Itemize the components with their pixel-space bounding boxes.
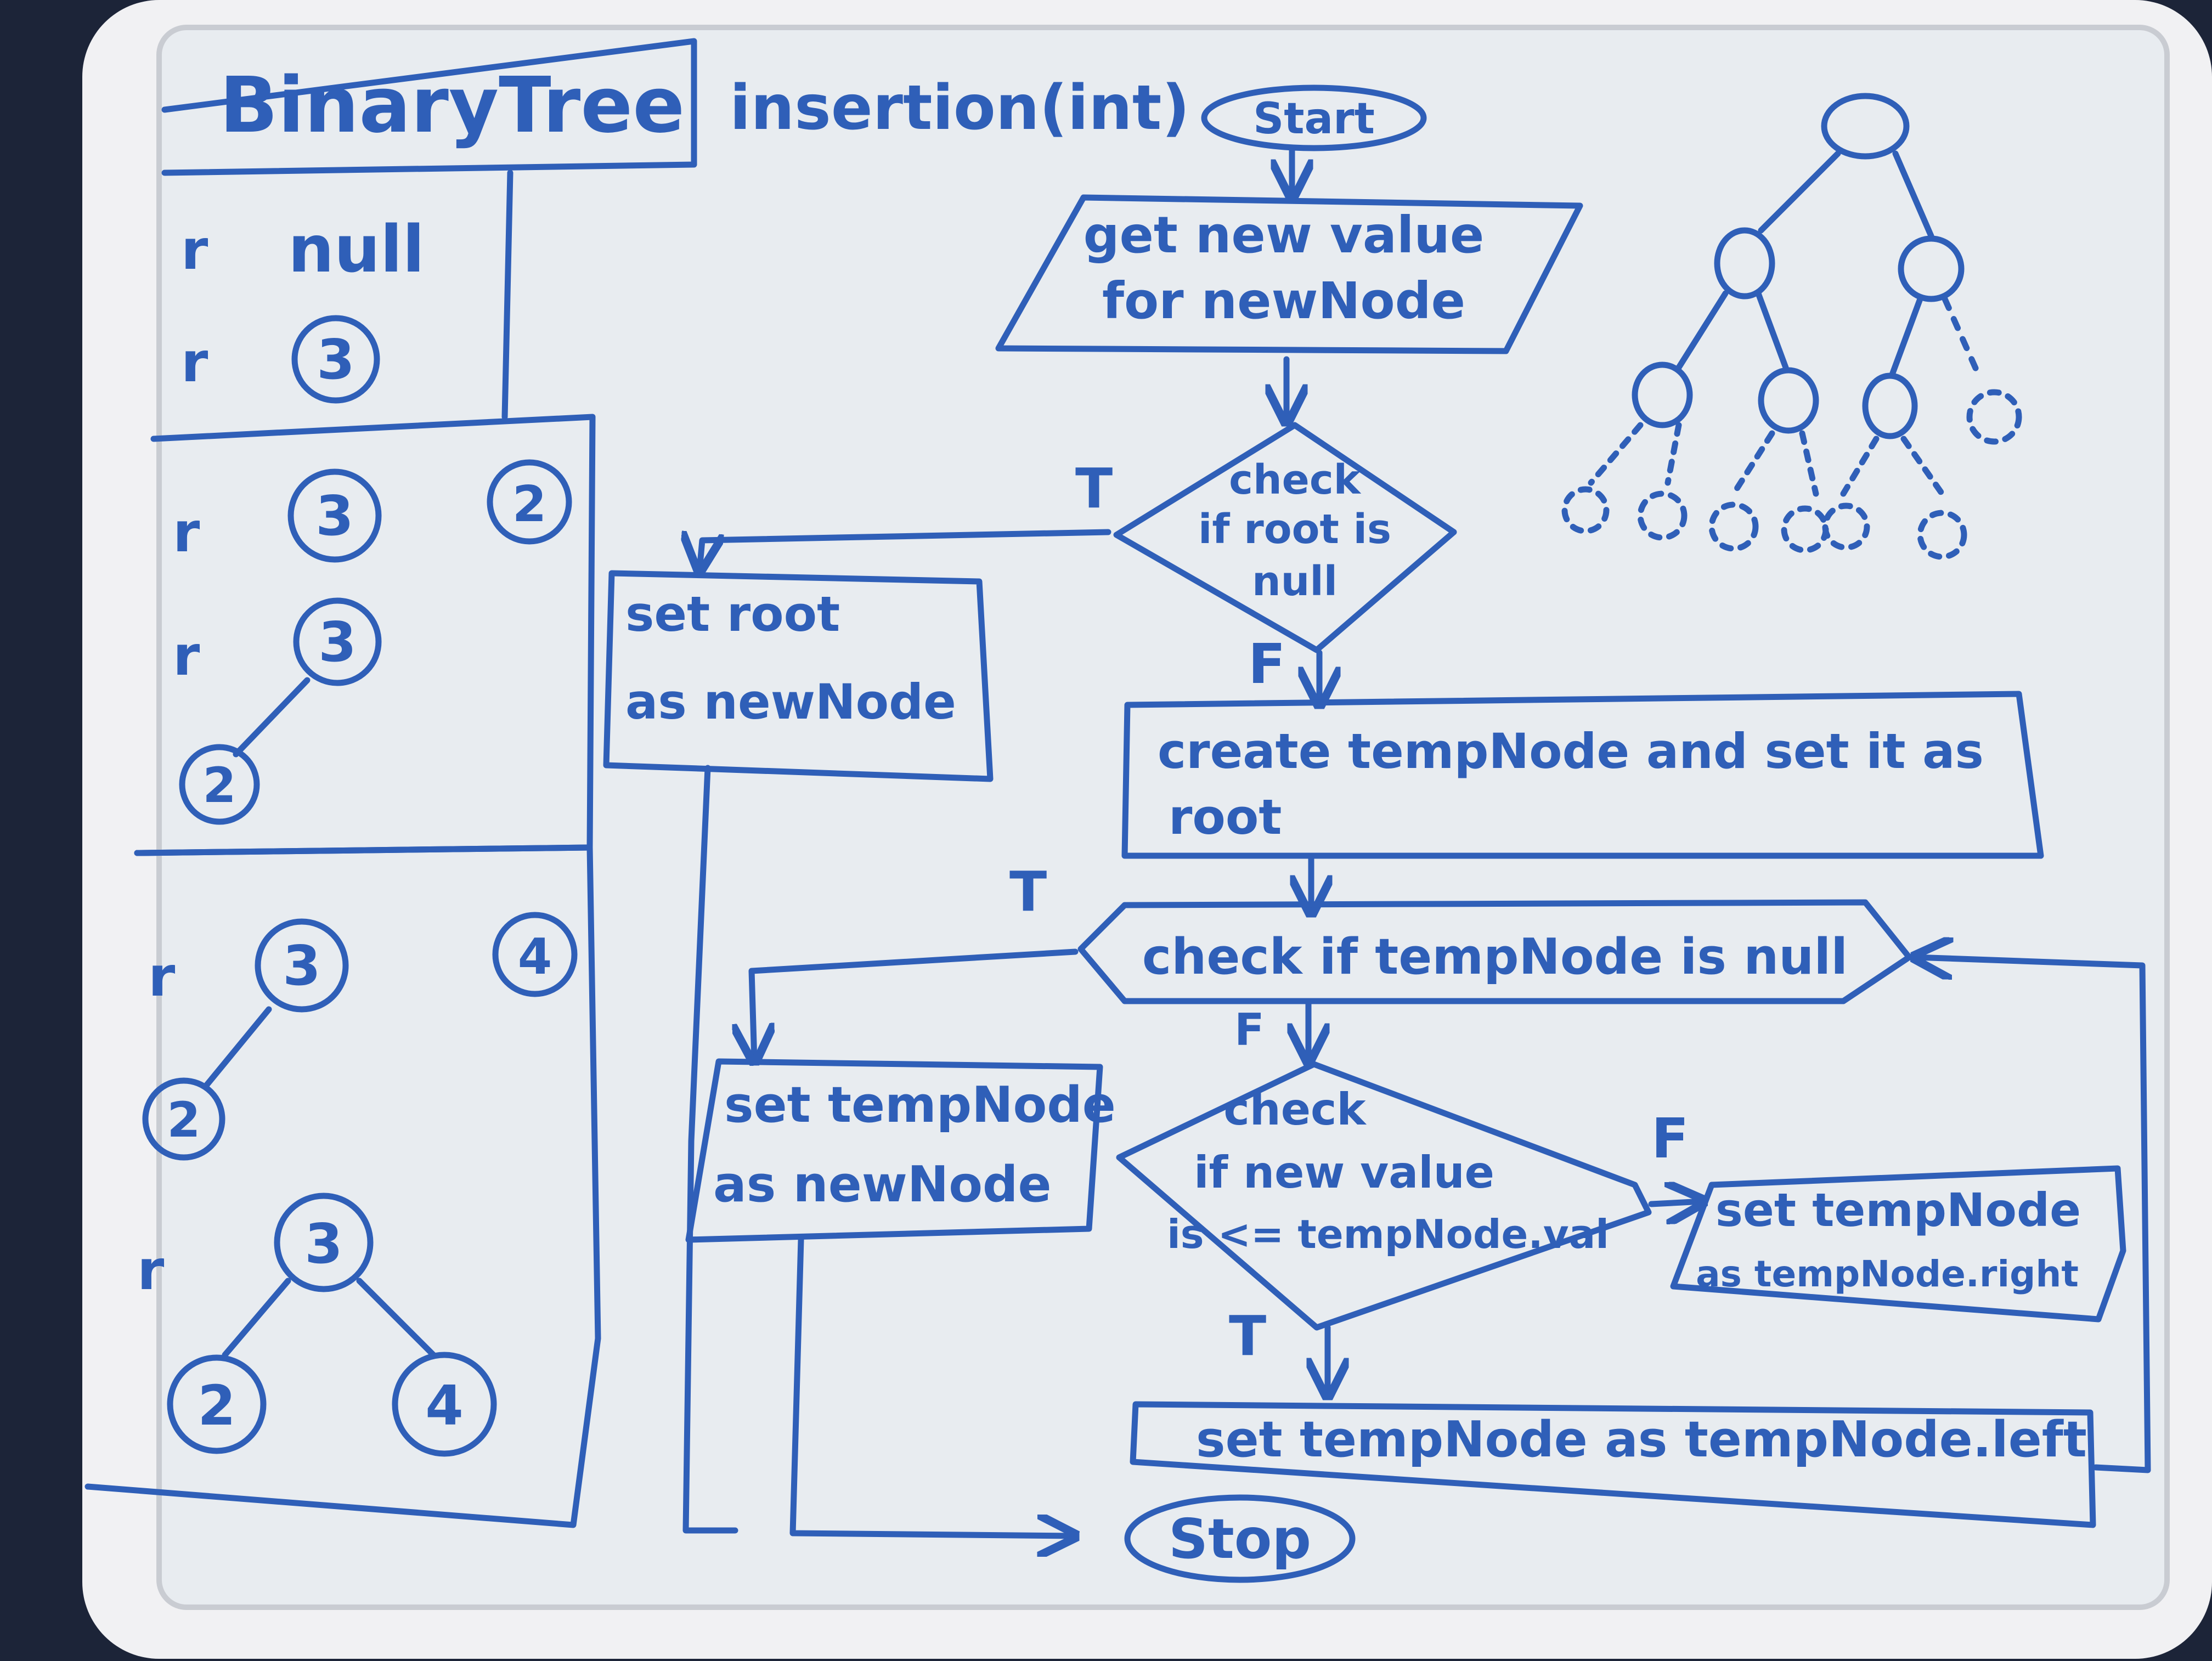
sketch-node-lr [1758,367,1819,434]
go-left-label: set tempNode as tempNode.left [1196,1411,2087,1468]
stage3b-left-node [167,1354,267,1454]
sketch-node-r [1898,235,1965,302]
stage2-child-node [179,744,260,825]
create-temp-line-1: create tempNode and set it as [1158,723,1984,779]
panel-divider [501,170,514,420]
stage2-root-node [287,468,382,563]
create-temp-box [1121,691,2044,859]
root-label-4: r [173,624,200,688]
loop-back-line [1915,957,2151,1473]
set-temp-new-line-1: set tempNode [724,1076,1116,1134]
stop-label: Stop [1169,1507,1311,1571]
check-root-line-2: if root is [1198,506,1391,553]
stage3a-child-value: 2 [167,1092,200,1148]
arrow-temp-null-true [752,948,1079,1061]
check-temp-null-label: check if tempNode is null [1142,928,1848,986]
stage2b-root-value: 3 [318,610,357,674]
line-set-root-to-stop [682,765,738,1534]
input-line-1: get new value [1084,206,1485,264]
input-box [995,194,1583,354]
stage3b-left-edge [222,1278,291,1358]
compare-diamond [1116,1061,1652,1331]
stage3a-child-node [142,1077,225,1161]
compare-line-1: check [1223,1084,1367,1135]
method-name: insertion(int) [730,72,1190,144]
set-root-line-1: set root [625,586,840,642]
set-root-box [603,570,994,782]
set-temp-new-box [685,1058,1103,1243]
stage2-child-value: 2 [202,757,236,813]
go-right-box [1670,1165,2126,1323]
stage2-incoming-value: 2 [512,476,547,533]
check-temp-null-hexagon [1077,899,1912,1004]
check-temp-false: F [1234,1004,1265,1055]
go-left-box [1130,1401,2096,1528]
arrow-compare-false [1648,1201,1703,1204]
sketch-root-node [1821,93,1910,160]
root-label-2: r [181,330,208,394]
check-root-line-3: null [1252,558,1338,605]
stage3b-root-node [274,1193,374,1292]
line-set-temp-to-stop [789,1236,1075,1536]
set-temp-new-line-2: as newNode [713,1156,1052,1213]
board-surface [156,25,2170,1610]
check-root-line-1: check [1229,456,1362,504]
check-root-diamond [1113,422,1457,653]
stage3a-root-node [255,918,349,1013]
start-label: Start [1253,94,1375,144]
sketch-node-l [1714,227,1775,300]
stage3a-edge [202,1006,272,1089]
create-temp-line-2: root [1169,789,1282,845]
root-label-6: r [137,1238,165,1302]
check-root-true: T [1075,456,1113,521]
input-line-2: for newNode [1102,272,1465,330]
stage2b-root-node [293,597,382,686]
check-temp-true: T [1009,860,1047,924]
root-label-1: r [181,218,208,282]
root-label-3: r [173,500,200,564]
sketch-node-rr [1966,389,2022,445]
root-label-5: r [148,945,176,1009]
stage3-incoming-node [492,912,578,997]
arrow-root-true [699,529,1111,570]
title-box-border [161,38,697,176]
null-text: null [288,211,425,287]
compare-line-3: is <= tempNode.val [1167,1211,1609,1257]
stage3b-right-node [392,1352,497,1457]
stage-3-box [84,844,601,1528]
stage3a-root-value: 3 [283,934,321,998]
class-title: BinaryTree [219,61,685,150]
stage1-node-value: 3 [317,327,355,392]
check-root-false: F [1248,632,1285,696]
go-right-line-2: as tempNode.right [1696,1253,2079,1295]
stage2-edge [233,677,311,758]
go-right-line-1: set tempNode [1716,1183,2081,1237]
compare-true: T [1229,1304,1266,1368]
compare-false: F [1651,1106,1689,1171]
stage3b-right-edge [356,1278,437,1358]
start-terminal [1201,84,1427,151]
sketch-tree [1561,93,2022,560]
stage2-incoming-node [487,459,572,545]
stage1-node [291,315,380,404]
stop-terminal [1124,1494,1356,1583]
stage2-root-value: 3 [315,484,354,548]
compare-line-2: if new value [1194,1147,1494,1198]
stage3b-right-value: 4 [425,1374,464,1438]
sketch-node-rl [1862,372,1918,439]
stage3b-left-value: 2 [198,1374,236,1438]
sketch-node-ll [1632,361,1693,428]
set-root-line-2: as newNode [625,674,956,730]
stage3b-root-value: 3 [304,1212,343,1276]
stage3-incoming-value: 4 [518,928,552,986]
